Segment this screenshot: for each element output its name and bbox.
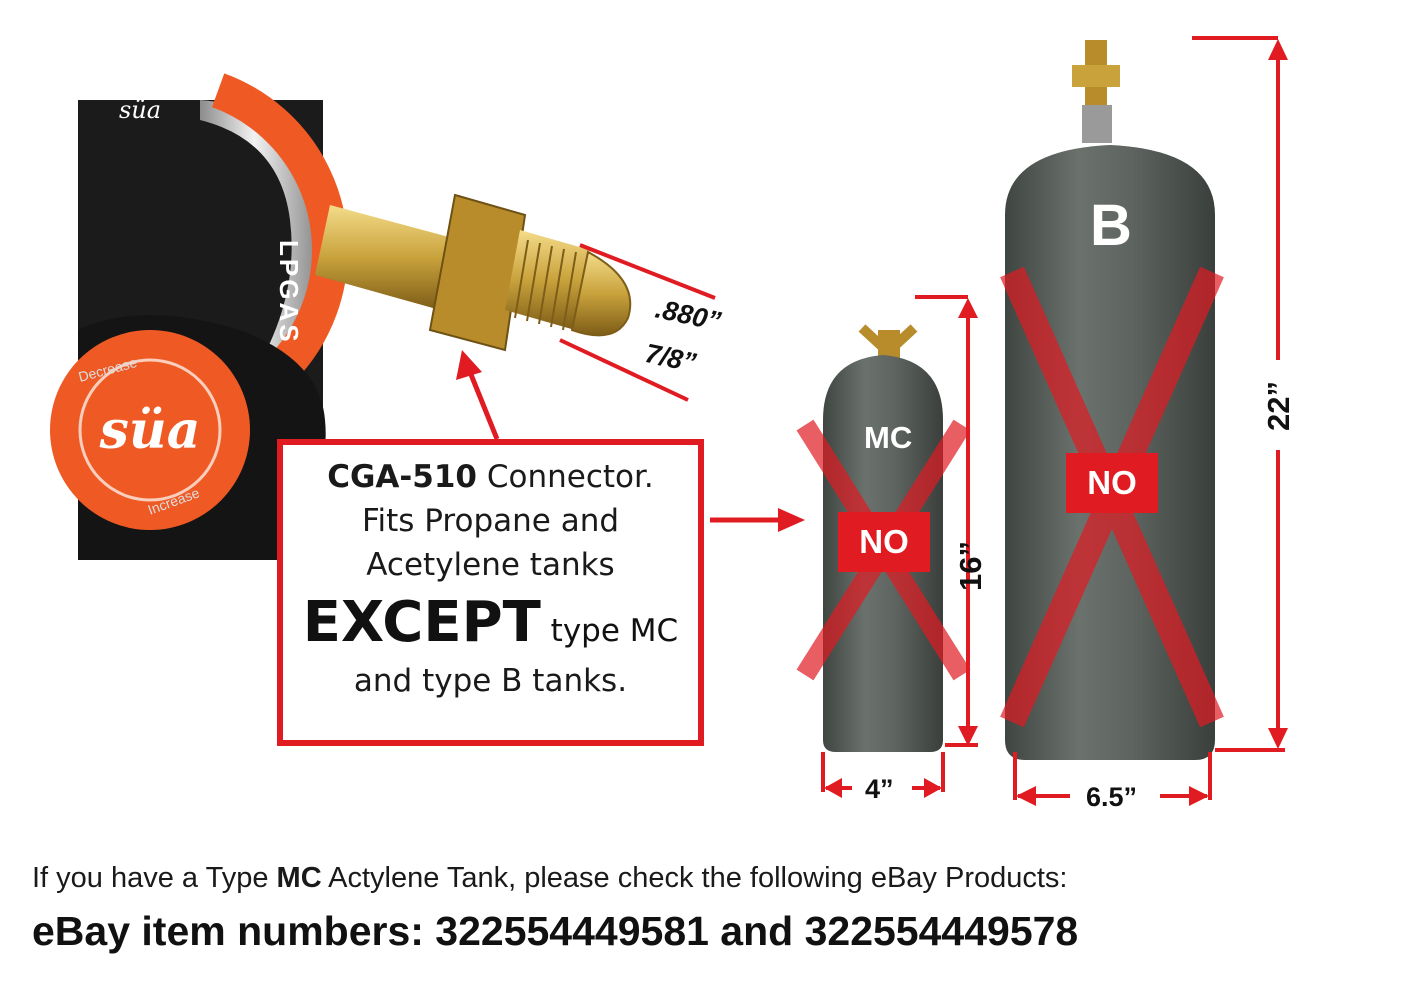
callout-connector-type: CGA-510: [327, 459, 477, 495]
callout-line-3: Acetylene tanks: [366, 547, 615, 583]
callout-line-4: EXCEPT type MC: [283, 587, 698, 659]
regulator-brand: süa: [99, 400, 201, 461]
tank-b-width-label: 6.5”: [1086, 782, 1138, 812]
footer-note-pre: If you have a Type: [32, 862, 277, 894]
gauge-label: LPGAS: [274, 240, 304, 345]
footer-item-numbers: eBay item numbers: 322554449581 and 3225…: [32, 908, 1079, 954]
cga510-connector: [315, 193, 632, 352]
b-height-dimension: [1192, 36, 1285, 752]
tank-mc-width-label: 4”: [865, 774, 894, 804]
tank-b-no-badge: NO: [1066, 453, 1158, 513]
tank-mc-label: MC: [864, 420, 913, 455]
connector-dimension-lines: [559, 243, 716, 402]
tank-mc-no-badge: NO: [838, 512, 930, 572]
footer-note-post: Actylene Tank, please check the followin…: [321, 862, 1068, 894]
callout-box: CGA-510 Connector. Fits Propane and Acet…: [277, 439, 704, 746]
regulator-top-brand: süa: [119, 96, 161, 124]
mc-height-dimension: [915, 295, 978, 747]
tank-b-height-label: 22”: [1260, 381, 1296, 431]
tank-mc-height-label: 16”: [952, 541, 988, 591]
callout-line-2: Fits Propane and: [361, 503, 620, 539]
callout-except-rest: type MC: [540, 613, 679, 649]
callout-arrow-right: [710, 508, 805, 532]
callout-connector-text: Connector.: [477, 459, 654, 495]
footer-note-bold: MC: [276, 862, 322, 894]
callout-line-5: and type B tanks.: [353, 663, 628, 699]
footer-note: If you have a Type MC Actylene Tank, ple…: [32, 862, 1067, 895]
callout-except: EXCEPT: [302, 590, 541, 655]
regulator-image: süa süa LPGAS Decrease Increase: [0, 62, 348, 560]
callout-line-1: CGA-510 Connector.: [283, 455, 698, 499]
tank-b-label: B: [1090, 193, 1132, 258]
callout-arrow-up: [456, 350, 500, 440]
